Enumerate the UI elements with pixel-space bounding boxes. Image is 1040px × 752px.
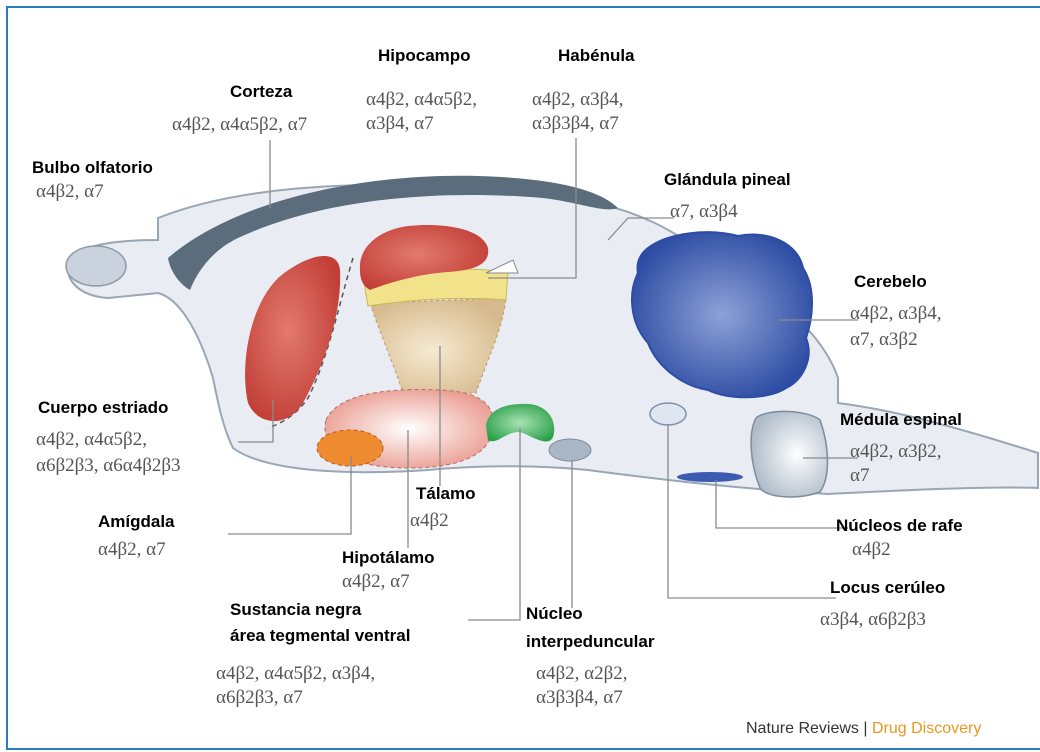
- olfactory-bulb-shape: [66, 246, 126, 286]
- label-hipocampo-receptors-2: α3β4, α7: [366, 112, 434, 136]
- label-talamo-receptors: α4β2: [410, 509, 449, 533]
- label-hipotalamo-name: Hipotálamo: [342, 548, 435, 568]
- label-medula-receptors-1: α4β2, α3β2,: [850, 440, 942, 464]
- locus-coeruleus-shape: [650, 403, 686, 425]
- label-pineal-receptors: α7, α3β4: [670, 200, 738, 224]
- label-sustancia-receptors-1: α4β2, α4α5β2, α3β4,: [216, 662, 375, 686]
- label-hipotalamo-receptors: α4β2, α7: [342, 570, 410, 594]
- label-habenula-receptors-2: α3β3β4, α7: [532, 112, 619, 136]
- label-rafe-name: Núcleos de rafe: [836, 516, 963, 536]
- label-interpeduncular-name-2: interpeduncular: [526, 632, 654, 652]
- label-habenula-receptors-1: α4β2, α3β4,: [532, 88, 624, 112]
- spinal-cord-shape: [751, 411, 827, 497]
- label-locus-name: Locus cerúleo: [830, 578, 945, 598]
- label-sustancia-receptors-2: α6β2β3, α7: [216, 686, 303, 710]
- label-hipocampo-receptors-1: α4β2, α4α5β2,: [366, 88, 477, 112]
- credit-journal: Nature Reviews: [746, 720, 859, 737]
- label-estriado-name: Cuerpo estriado: [38, 398, 168, 418]
- label-interpeduncular-name-1: Núcleo: [526, 604, 583, 624]
- label-interpeduncular-receptors-2: α3β3β4, α7: [536, 686, 623, 710]
- label-sustancia-name-1: Sustancia negra: [230, 600, 361, 620]
- label-cerebelo-receptors-2: α7, α3β2: [850, 328, 918, 352]
- label-rafe-receptors: α4β2: [852, 538, 891, 562]
- amygdala-shape: [317, 430, 383, 466]
- label-corteza-receptors: α4β2, α4α5β2, α7: [172, 113, 307, 137]
- interpeduncular-shape: [549, 439, 591, 461]
- label-sustancia-name-2: área tegmental ventral: [230, 626, 410, 646]
- label-bulbo-name: Bulbo olfatorio: [32, 158, 153, 178]
- raphe-shape: [677, 472, 743, 482]
- label-habenula-name: Habénula: [558, 46, 635, 66]
- label-talamo-name: Tálamo: [416, 484, 476, 504]
- label-estriado-receptors-2: α6β2β3, α6α4β2β3: [36, 454, 181, 478]
- label-pineal-name: Glándula pineal: [664, 170, 791, 190]
- label-bulbo-receptors: α4β2, α7: [36, 180, 104, 204]
- credit-separator: |: [859, 720, 872, 737]
- label-cerebelo-name: Cerebelo: [854, 272, 927, 292]
- credit-line: Nature Reviews | Drug Discovery: [746, 720, 981, 738]
- label-corteza-name: Corteza: [230, 82, 292, 102]
- label-medula-receptors-2: α7: [850, 464, 869, 488]
- figure-frame: Bulbo olfatorio α4β2, α7 Corteza α4β2, α…: [6, 6, 1040, 750]
- label-amigdala-name: Amígdala: [98, 512, 175, 532]
- credit-section: Drug Discovery: [872, 720, 981, 737]
- label-medula-name: Médula espinal: [840, 410, 962, 430]
- label-cerebelo-receptors-1: α4β2, α3β4,: [850, 302, 942, 326]
- label-interpeduncular-receptors-1: α4β2, α2β2,: [536, 662, 628, 686]
- label-estriado-receptors-1: α4β2, α4α5β2,: [36, 428, 147, 452]
- label-amigdala-receptors: α4β2, α7: [98, 538, 166, 562]
- label-locus-receptors: α3β4, α6β2β3: [820, 608, 926, 632]
- label-hipocampo-name: Hipocampo: [378, 46, 471, 66]
- brain-diagram: [8, 8, 1040, 752]
